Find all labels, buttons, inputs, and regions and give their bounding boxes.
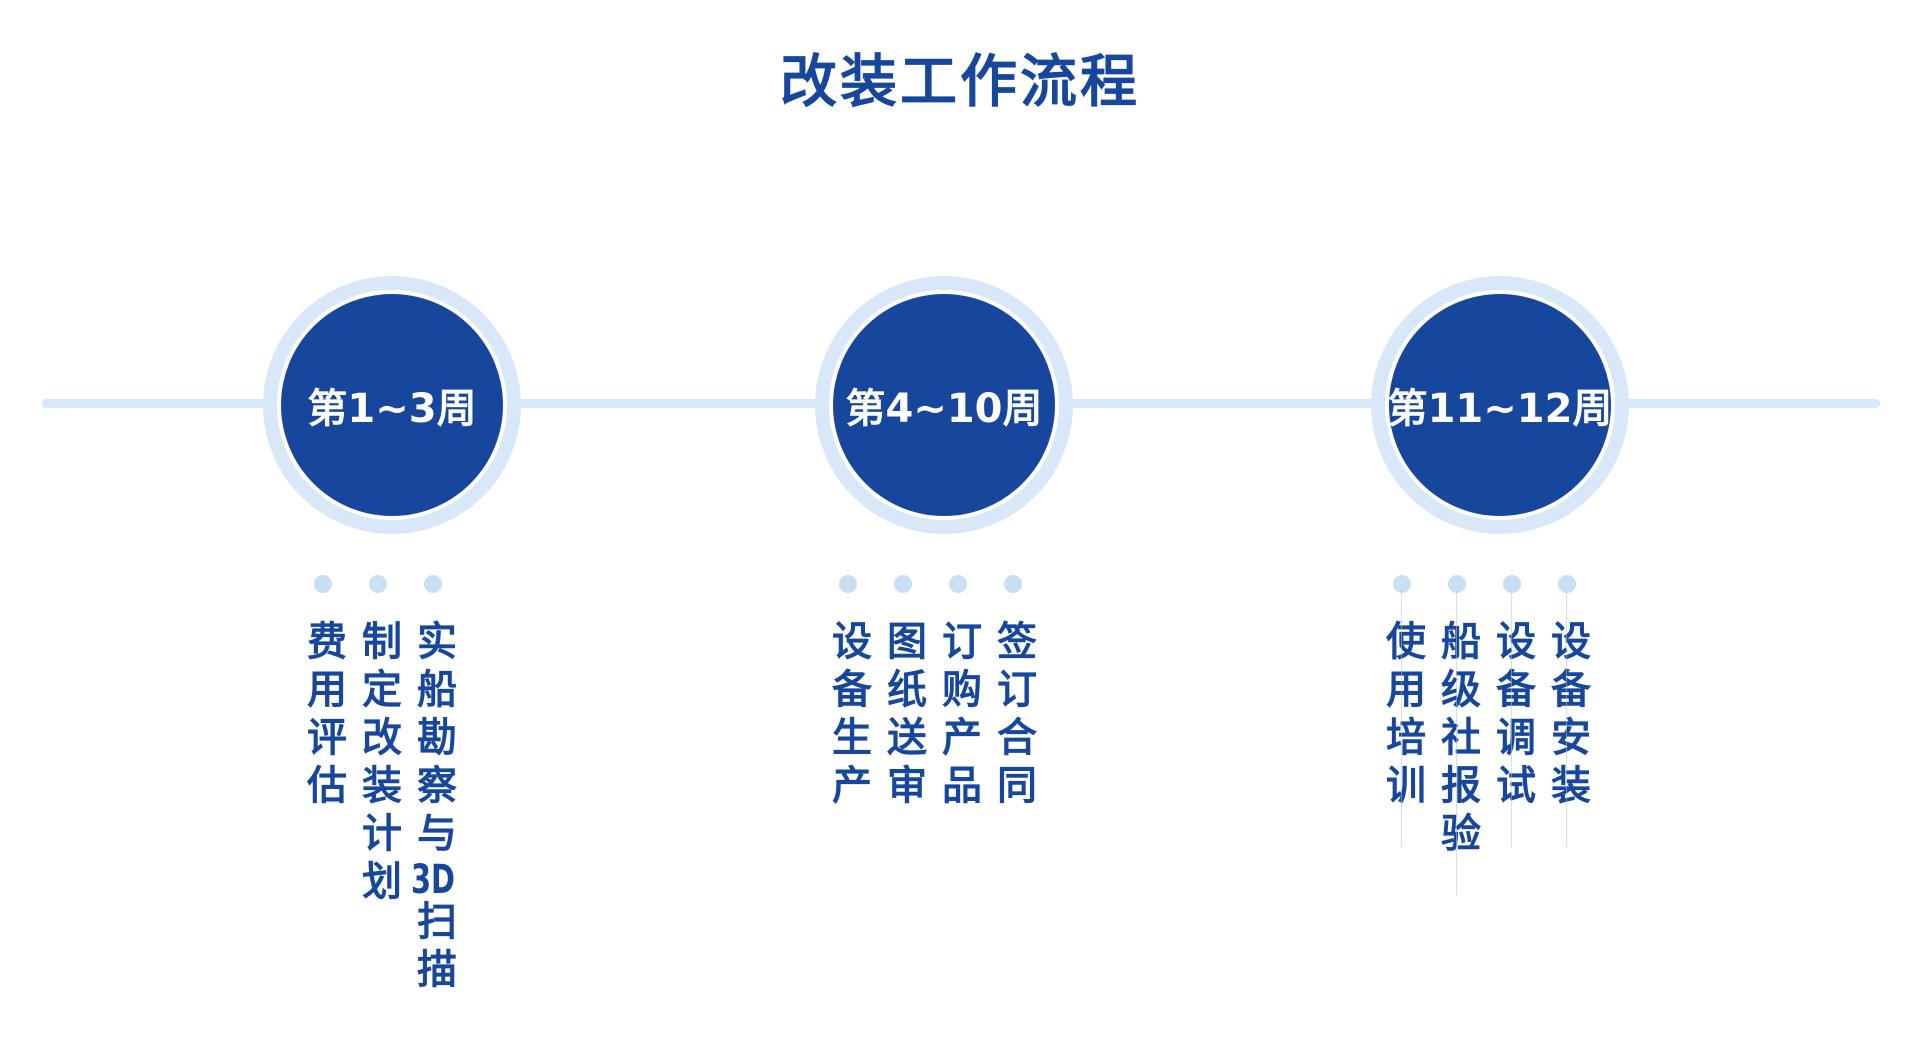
step-label: 使用培训 bbox=[1374, 590, 1429, 847]
step-label: 订购产品 bbox=[935, 620, 981, 812]
step-group-weeks-1-3: 实船勘察与3D扫描 制定改装计划 费用评估 bbox=[295, 575, 460, 996]
step-group-weeks-11-12: 设备安装 设备调试 船级社报验 使用培训 bbox=[1374, 575, 1594, 895]
step-dot bbox=[1502, 575, 1521, 593]
step-label: 图纸送审 bbox=[880, 620, 926, 812]
step-label: 制定改装计划 bbox=[355, 620, 401, 908]
milestone-circle: 第11~12周 bbox=[1385, 290, 1615, 520]
step-dot bbox=[313, 575, 332, 593]
step-columns: 实船勘察与3D扫描 制定改装计划 费用评估 bbox=[295, 620, 460, 996]
milestone-node-weeks-1-3: 第1~3周 bbox=[263, 276, 521, 534]
step-group-weeks-4-10: 签订合同 订购产品 图纸送审 设备生产 bbox=[820, 575, 1040, 812]
milestone-circle: 第1~3周 bbox=[277, 290, 507, 520]
step-label: 船级社报验 bbox=[1429, 590, 1484, 895]
step-dot bbox=[1447, 575, 1466, 593]
step-dot bbox=[1392, 575, 1411, 593]
step-label: 签订合同 bbox=[990, 620, 1036, 812]
week-label: 第4~10周 bbox=[845, 386, 1043, 432]
step-label: 设备生产 bbox=[825, 620, 871, 812]
step-columns: 签订合同 订购产品 图纸送审 设备生产 bbox=[820, 620, 1040, 812]
dot-row bbox=[1374, 575, 1594, 593]
step-dot bbox=[893, 575, 912, 593]
week-label: 第11~12周 bbox=[1387, 386, 1613, 432]
milestone-node-weeks-4-10: 第4~10周 bbox=[815, 276, 1073, 534]
step-dot bbox=[368, 575, 387, 593]
dot-row bbox=[295, 575, 460, 593]
step-dot bbox=[1557, 575, 1576, 593]
dot-row bbox=[820, 575, 1040, 593]
page-title: 改装工作流程 bbox=[780, 49, 1140, 115]
step-dot bbox=[423, 575, 442, 593]
step-label: 费用评估 bbox=[300, 620, 346, 812]
milestone-circle: 第4~10周 bbox=[829, 290, 1059, 520]
step-label: 实船勘察与3D扫描 bbox=[410, 620, 456, 996]
milestone-node-weeks-11-12: 第11~12周 bbox=[1371, 276, 1629, 534]
step-columns: 设备安装 设备调试 船级社报验 使用培训 bbox=[1374, 590, 1594, 895]
step-dot bbox=[1003, 575, 1022, 593]
week-label: 第1~3周 bbox=[307, 386, 477, 432]
step-dot bbox=[948, 575, 967, 593]
step-label: 设备安装 bbox=[1539, 590, 1594, 847]
step-dot bbox=[838, 575, 857, 593]
step-label: 设备调试 bbox=[1484, 590, 1539, 847]
